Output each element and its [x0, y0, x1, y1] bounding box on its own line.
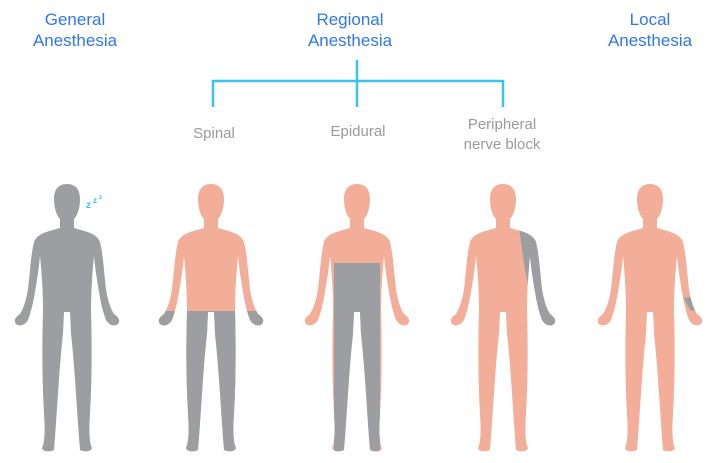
epidural-figure: [304, 184, 410, 452]
spinal-label-text: Spinal: [193, 125, 235, 142]
peripheral-label-line1: Peripheral: [467, 116, 537, 133]
peripheral-nerve-block-figure: [450, 184, 556, 452]
spinal-label: Spinal: [154, 124, 274, 144]
regional-title-line2: Anesthesia: [307, 31, 393, 50]
sleep-z-1: z: [86, 200, 91, 211]
local-title-line1: Local: [629, 10, 671, 29]
general-title-line2: Anesthesia: [32, 31, 118, 50]
general-anesthesia-title: General Anesthesia: [5, 9, 145, 51]
sleep-z-3: z: [99, 195, 102, 201]
epidural-label: Epidural: [298, 122, 418, 142]
epidural-anesthetized-region: [334, 263, 380, 452]
epidural-label-text: Epidural: [330, 123, 386, 140]
general-anesthesia-figure: [14, 184, 120, 452]
spinal-figure: [158, 184, 264, 452]
peripheral-label-line2: nerve block: [463, 136, 541, 153]
regional-connector: [211, 60, 505, 107]
sleep-z-2: z: [93, 196, 97, 205]
spinal-anesthetized-region: [158, 311, 264, 452]
local-anesthesia-title: Local Anesthesia: [580, 9, 720, 51]
sleep-zzz-icon: z z z: [86, 195, 102, 211]
regional-anesthesia-title: Regional Anesthesia: [280, 9, 420, 51]
local-anesthesia-figure: [597, 184, 703, 452]
local-title-line2: Anesthesia: [607, 31, 693, 50]
general-title-line1: General: [44, 10, 106, 29]
peripheral-nerve-block-label: Peripheral nerve block: [432, 115, 572, 155]
regional-title-line1: Regional: [316, 10, 384, 29]
